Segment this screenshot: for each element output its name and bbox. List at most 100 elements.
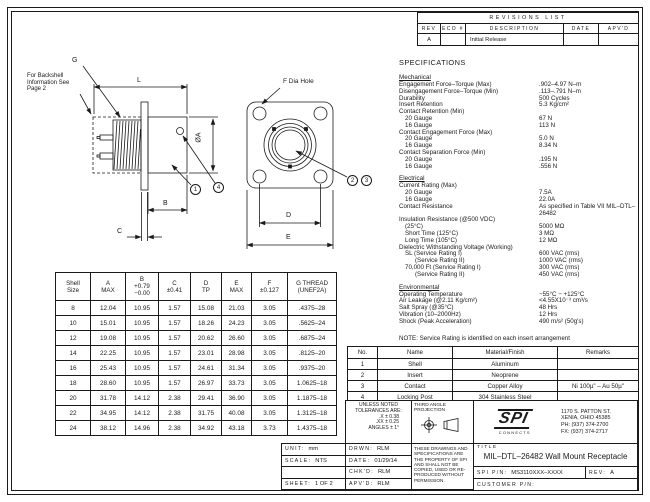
tolerance-xx: .XX ± 0.25 [375, 419, 399, 426]
company-phone: PH: (937) 374-2700 [561, 422, 609, 428]
spec-value: −55°C − +125°C [539, 290, 585, 298]
spec-row: SL (Service Rating I)600 VAC (rms) [399, 251, 639, 258]
table-cell: 10 [55, 315, 91, 331]
callout-4: 4 [213, 182, 224, 193]
table-cell: 34.92 [190, 420, 222, 436]
table-cell: 3.05 [251, 300, 288, 316]
table-cell: 10.95 [125, 315, 159, 331]
spec-value: 113 N [539, 121, 556, 129]
sheet-outer-border [7, 7, 643, 495]
scale-row: SCALE:NTS [282, 456, 345, 467]
spec-label: Long Time (105°C) [405, 236, 457, 244]
spec-value: .556 N [539, 162, 558, 170]
spec-value: 300 VAC (rms) [539, 263, 580, 271]
table-cell: Ni 100µ" – Au 50µ" [557, 380, 639, 392]
spec-value: 12 Hrs [539, 310, 558, 318]
revisions-title: REVISIONS LIST [416, 12, 640, 24]
spec-label: 16 Gauge [405, 162, 433, 170]
table-cell: .8125–20 [287, 345, 337, 361]
table-cell: 14 [55, 345, 91, 361]
table-cell [597, 33, 640, 46]
table-cell: 1.57 [158, 315, 191, 331]
dim-label-c: C [117, 228, 123, 235]
spec-row: Long Time (105°C)12 MΩ [399, 236, 639, 245]
table-cell: 3.73 [251, 420, 288, 436]
spec-label: Contact Separation Force (Min) [399, 148, 486, 156]
spec-label: SL (Service Rating I) [405, 250, 462, 258]
spec-value: .195 N [539, 155, 558, 163]
table-cell: 31.78 [90, 390, 126, 406]
chkd-row: CHK'D:RLM [346, 467, 411, 479]
table-cell: 3 [347, 380, 378, 392]
callout-2: 2 [347, 175, 358, 186]
spec-value: 8.34 N [539, 142, 558, 150]
spec-value: .113–.791 N–m [539, 87, 581, 95]
spec-row: Engagement Force–Torque (Max).902–4.97 N… [399, 81, 639, 89]
table-cell: .6875–24 [287, 330, 337, 346]
projection-label: PROJECTION [414, 408, 445, 413]
table-cell: 33.73 [221, 375, 252, 391]
spec-label: 20 Gauge [405, 135, 433, 143]
spec-value: 500 Cycles [539, 94, 570, 102]
date-row: DATE:01/29/14 [346, 456, 411, 467]
table-cell: 1.57 [158, 330, 191, 346]
spec-label: Shock (Peak Acceleration) [399, 317, 472, 325]
spec-value: 1000 VAC (rms) [539, 257, 583, 265]
spec-label: 16 Gauge [405, 195, 433, 203]
spec-row: Dielectric Withstanding Voltage (Working… [399, 243, 639, 252]
spec-value: 67 N [539, 114, 553, 122]
spec-value: 3 MΩ [539, 229, 554, 237]
spi-logo-text: SPI [493, 409, 533, 429]
spec-value [539, 183, 639, 190]
tolerances-box: UNLESS NOTED TOLERANCES ARE: .X ± 0.38 .… [345, 400, 412, 444]
spec-label: Dielectric Withstanding Voltage (Working… [399, 243, 513, 251]
table-cell: 2 [347, 369, 378, 381]
address-line2: XENIA, OHIO 45385 [561, 415, 611, 422]
spec-value: 490 m/s² (50g's) [539, 317, 584, 325]
spi-part-number: SPI P/N:MS3110XXX–XXXX [477, 469, 563, 476]
spec-row: Contact Separation Force (Min) [399, 148, 639, 157]
table-cell: 3.05 [251, 405, 288, 421]
spec-row: 20 Gauge.195 N [399, 155, 639, 164]
drawing-title: MIL–DTL–26482 Wall Mount Receptacle [483, 452, 628, 461]
spec-row: (25°C)5000 MΩ [399, 223, 639, 231]
table-cell: 12 [55, 330, 91, 346]
table-cell: 1.3125–18 [287, 405, 337, 421]
spec-label: Operating Temperature [399, 290, 463, 298]
spi-logo-subtext: CONNECTS [498, 430, 531, 435]
spec-label: Contact Engagement Force (Max) [399, 128, 493, 136]
table-cell: 1.1875–18 [287, 390, 337, 406]
spec-label: Salt Spray (@35°C) [399, 304, 454, 312]
spec-label: Contact Retention (Min) [399, 108, 465, 116]
tolerance-angles: ANGLES ± 1° [368, 425, 399, 432]
dim-label-f-hole: F Dia Hole [283, 78, 314, 85]
column-header: ECO # [440, 23, 466, 34]
specifications-note: NOTE: Service Rating is identified on ea… [399, 334, 570, 342]
table-cell: 12.04 [90, 300, 126, 316]
spec-row: (Service Rating II)450 VAC (rms) [399, 271, 639, 279]
spec-row: Contact Retention (Min) [399, 108, 639, 116]
spec-value: 48 Hrs [539, 304, 558, 312]
table-cell: 8 [55, 300, 91, 316]
table-cell: 1.57 [158, 300, 191, 316]
table-cell: 24.61 [190, 360, 222, 376]
table-cell: 14.12 [125, 390, 159, 406]
table-cell: 1.4375–18 [287, 420, 337, 436]
spec-label: Current Rating (Max) [399, 182, 457, 190]
unit-scale-sheet-box: UNIT:mm SCALE:NTS SHEET:1 OF 2 [281, 443, 346, 490]
spec-row: Contact Engagement Force (Max) [399, 128, 639, 137]
spec-section-heading: Electrical [399, 175, 425, 183]
